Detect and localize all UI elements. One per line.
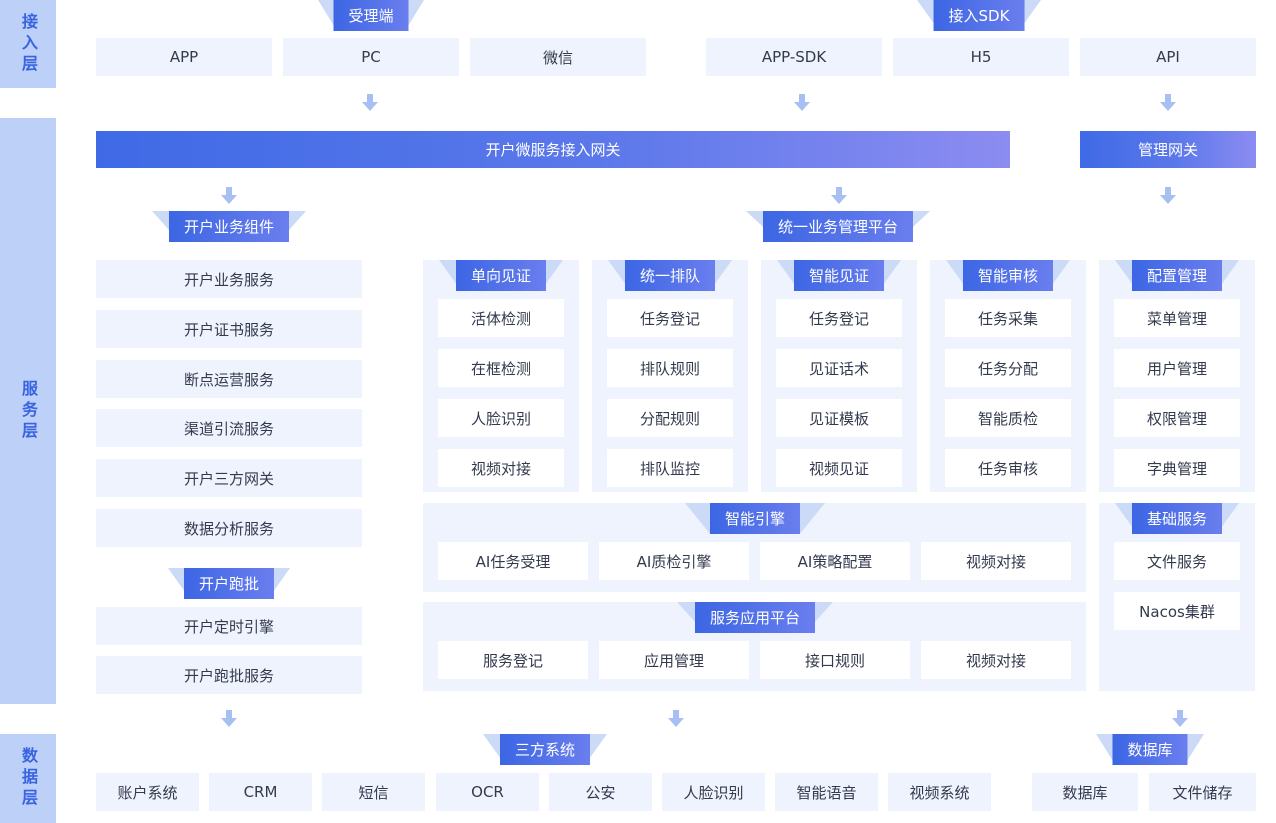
group-item: 任务登记 <box>607 299 733 337</box>
biz-item: 数据分析服务 <box>96 509 362 547</box>
data-layer-label: 数据层 <box>0 734 56 823</box>
access-item-api: API <box>1080 38 1256 76</box>
config-item: 字典管理 <box>1114 449 1240 487</box>
base-item: 文件服务 <box>1114 542 1240 580</box>
down-arrow-icon <box>1160 94 1176 111</box>
biz-component-tag: 开户业务组件 <box>152 211 306 242</box>
group-tag-smart-witness: 智能见证 <box>777 260 901 291</box>
engine-item: AI任务受理 <box>438 542 588 580</box>
group-item: 活体检测 <box>438 299 564 337</box>
group-tag-queue: 统一排队 <box>608 260 732 291</box>
access-sdk-tag: 接入SDK <box>917 0 1041 31</box>
down-arrow-icon <box>221 710 237 727</box>
third-party-tag: 三方系统 <box>483 734 607 765</box>
group-item: 智能质检 <box>945 399 1071 437</box>
engine-item: AI质检引擎 <box>599 542 749 580</box>
group-tag-smart-review: 智能审核 <box>946 260 1070 291</box>
engine-item: 视频对接 <box>921 542 1071 580</box>
access-item-wechat: 微信 <box>470 38 646 76</box>
group-tag-config: 配置管理 <box>1115 260 1239 291</box>
access-item-pc: PC <box>283 38 459 76</box>
app-platform-tag: 服务应用平台 <box>677 602 833 633</box>
service-layer-label: 服务层 <box>0 118 56 704</box>
group-item: 视频见证 <box>776 449 902 487</box>
app-item: 接口规则 <box>760 641 910 679</box>
group-item: 视频对接 <box>438 449 564 487</box>
access-item-h5: H5 <box>893 38 1069 76</box>
biz-item: 断点运营服务 <box>96 360 362 398</box>
database-item: 数据库 <box>1032 773 1138 811</box>
biz-item: 开户三方网关 <box>96 459 362 497</box>
main-gateway-bar: 开户微服务接入网关 <box>96 131 1010 168</box>
app-item: 服务登记 <box>438 641 588 679</box>
engine-item: AI策略配置 <box>760 542 910 580</box>
third-party-item: 视频系统 <box>888 773 991 811</box>
third-party-item: 智能语音 <box>775 773 878 811</box>
batch-tag: 开户跑批 <box>168 568 290 599</box>
group-item: 排队规则 <box>607 349 733 387</box>
config-item: 用户管理 <box>1114 349 1240 387</box>
access-layer-label: 接入层 <box>0 0 56 88</box>
database-tag: 数据库 <box>1096 734 1204 765</box>
access-item-app: APP <box>96 38 272 76</box>
group-item: 分配规则 <box>607 399 733 437</box>
access-item-app-sdk: APP-SDK <box>706 38 882 76</box>
down-arrow-icon <box>362 94 378 111</box>
biz-item: 开户证书服务 <box>96 310 362 348</box>
engine-tag: 智能引擎 <box>685 503 825 534</box>
group-item: 在框检测 <box>438 349 564 387</box>
third-party-item: 公安 <box>549 773 652 811</box>
down-arrow-icon <box>1160 187 1176 204</box>
group-item: 任务采集 <box>945 299 1071 337</box>
access-client-tag: 受理端 <box>318 0 424 31</box>
biz-item: 渠道引流服务 <box>96 409 362 447</box>
third-party-item: CRM <box>209 773 312 811</box>
group-item: 排队监控 <box>607 449 733 487</box>
database-item: 文件储存 <box>1149 773 1256 811</box>
platform-tag: 统一业务管理平台 <box>746 211 930 242</box>
batch-item: 开户跑批服务 <box>96 656 362 694</box>
down-arrow-icon <box>831 187 847 204</box>
third-party-item: 账户系统 <box>96 773 199 811</box>
config-item: 菜单管理 <box>1114 299 1240 337</box>
down-arrow-icon <box>794 94 810 111</box>
third-party-item: OCR <box>436 773 539 811</box>
third-party-item: 人脸识别 <box>662 773 765 811</box>
app-item: 视频对接 <box>921 641 1071 679</box>
down-arrow-icon <box>668 710 684 727</box>
group-tag-single-witness: 单向见证 <box>439 260 563 291</box>
config-item: 权限管理 <box>1114 399 1240 437</box>
batch-item: 开户定时引擎 <box>96 607 362 645</box>
down-arrow-icon <box>1172 710 1188 727</box>
group-item: 任务分配 <box>945 349 1071 387</box>
group-item: 任务登记 <box>776 299 902 337</box>
base-item: Nacos集群 <box>1114 592 1240 630</box>
group-item: 人脸识别 <box>438 399 564 437</box>
third-party-item: 短信 <box>322 773 425 811</box>
group-item: 任务审核 <box>945 449 1071 487</box>
biz-item: 开户业务服务 <box>96 260 362 298</box>
group-item: 见证模板 <box>776 399 902 437</box>
down-arrow-icon <box>221 187 237 204</box>
mgmt-gateway-bar: 管理网关 <box>1080 131 1256 168</box>
app-item: 应用管理 <box>599 641 749 679</box>
base-service-tag: 基础服务 <box>1115 503 1239 534</box>
group-item: 见证话术 <box>776 349 902 387</box>
